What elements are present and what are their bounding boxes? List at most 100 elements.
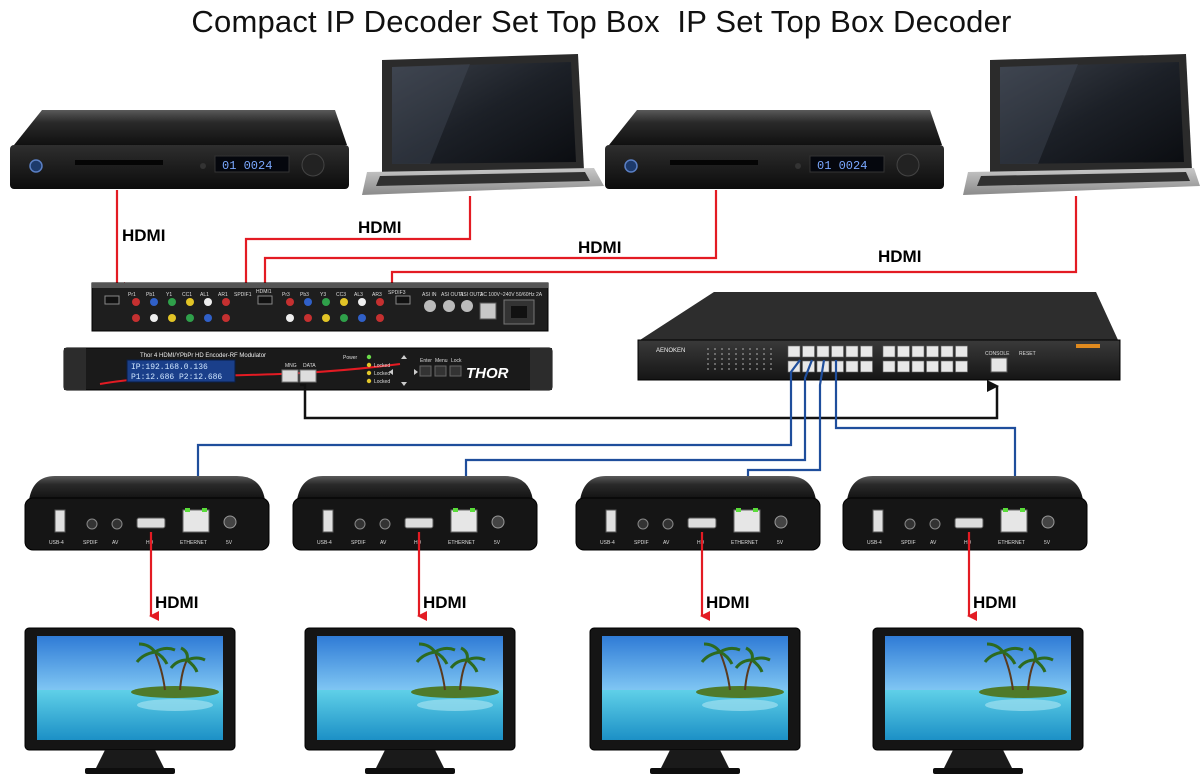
av-port[interactable] xyxy=(662,518,674,530)
switch-port[interactable] xyxy=(897,345,910,358)
switch-port[interactable] xyxy=(845,360,859,373)
switch-port[interactable] xyxy=(882,345,896,358)
power-port[interactable] xyxy=(223,515,237,529)
switch-led xyxy=(742,358,744,360)
usb-port[interactable] xyxy=(605,509,617,533)
svg-text:01 0024: 01 0024 xyxy=(817,159,867,173)
encoder-mng-port[interactable] xyxy=(281,369,299,383)
av-port[interactable] xyxy=(929,518,941,530)
bluray-player-2: 01 0024 xyxy=(605,110,944,189)
switch-led xyxy=(728,358,730,360)
television-icon xyxy=(304,627,516,774)
television-icon xyxy=(872,627,1084,774)
switch-port[interactable] xyxy=(955,345,968,358)
encoder-port-label-mng: MNG xyxy=(285,363,297,369)
switch-led xyxy=(742,363,744,365)
usb-port[interactable] xyxy=(322,509,334,533)
switch-led xyxy=(707,353,709,355)
encoder-input-label-asi-out1: ASI OUT1 xyxy=(441,292,464,298)
switch-reset-label: RESET xyxy=(1019,351,1036,357)
av-port[interactable] xyxy=(379,518,391,530)
stb-port-label-ethernet: ETHERNET xyxy=(731,540,758,546)
switch-led xyxy=(721,348,723,350)
encoder-input-label-y3: Y3 xyxy=(320,292,326,298)
stb-port-label-av: AV xyxy=(112,540,119,546)
ethernet-port[interactable] xyxy=(182,509,210,533)
hdmi-port[interactable] xyxy=(954,517,984,529)
encoder-input-label-hdmi1: HDMI1 xyxy=(256,289,272,295)
stb-port-label-usb-4: USB-4 xyxy=(317,540,332,546)
hdmi-label-2: HDMI xyxy=(358,218,401,237)
switch-led xyxy=(714,363,716,365)
switch-led xyxy=(735,363,737,365)
encoder-button-label-enter: Enter xyxy=(420,358,432,364)
switch-port[interactable] xyxy=(926,360,939,373)
svg-text:01 0024: 01 0024 xyxy=(222,159,272,173)
hdmi-port[interactable] xyxy=(687,517,717,529)
switch-led xyxy=(763,358,765,360)
stb-port-label-usb-4: USB-4 xyxy=(867,540,882,546)
hdmi-port[interactable] xyxy=(136,517,166,529)
switch-led xyxy=(735,368,737,370)
switch-led xyxy=(763,368,765,370)
power-port[interactable] xyxy=(1041,515,1055,529)
encoder-model-label: Thor 4 HDMI/YPbPr HD Encoder-RF Modulato… xyxy=(140,353,266,359)
switch-console-port[interactable] xyxy=(990,357,1008,373)
hdmi-label-3: HDMI xyxy=(578,238,621,257)
switch-brand-label: AENOKEN xyxy=(656,348,685,354)
switch-port[interactable] xyxy=(816,345,830,358)
switch-led xyxy=(728,353,730,355)
usb-port[interactable] xyxy=(872,509,884,533)
laptop-1 xyxy=(362,54,604,195)
switch-led xyxy=(714,353,716,355)
network-switch: AENOKEN CONSOLE RESET xyxy=(637,292,1121,381)
switch-led xyxy=(749,363,751,365)
encoder-lock-button[interactable] xyxy=(449,365,462,377)
power-port[interactable] xyxy=(774,515,788,529)
switch-port[interactable] xyxy=(831,360,844,373)
switch-led xyxy=(749,353,751,355)
hdmi-label-tv-1: HDMI xyxy=(155,593,198,612)
switch-port[interactable] xyxy=(940,360,954,373)
ethernet-port[interactable] xyxy=(733,509,761,533)
switch-port[interactable] xyxy=(897,360,910,373)
switch-port[interactable] xyxy=(882,360,896,373)
switch-port[interactable] xyxy=(911,345,925,358)
television-1 xyxy=(24,627,236,774)
switch-led xyxy=(742,348,744,350)
switch-port[interactable] xyxy=(911,360,925,373)
av-port[interactable] xyxy=(111,518,123,530)
switch-port[interactable] xyxy=(860,360,873,373)
switch-port[interactable] xyxy=(955,360,968,373)
ethernet-port[interactable] xyxy=(1000,509,1028,533)
hdmi-label-tv-2: HDMI xyxy=(423,593,466,612)
switch-port[interactable] xyxy=(831,345,844,358)
switch-port[interactable] xyxy=(940,345,954,358)
encoder-data-port[interactable] xyxy=(299,369,317,383)
stb-port-label-ethernet: ETHERNET xyxy=(448,540,475,546)
encoder-lcd-line2: P1:12.686 P2:12.686 xyxy=(131,373,222,382)
hdmi-cable-bluray2 xyxy=(263,190,718,305)
stb-port-label-spdif: SPDIF xyxy=(83,540,98,546)
encoder-menu-button[interactable] xyxy=(434,365,447,377)
encoder-input-label-spdif1: SPDIF1 xyxy=(234,292,252,298)
spdif-port[interactable] xyxy=(637,518,649,530)
encoder-lcd-line1: IP:192.168.0.136 xyxy=(131,363,208,372)
encoder-port-label-data: DATA xyxy=(303,363,316,369)
switch-led xyxy=(742,353,744,355)
switch-led xyxy=(707,348,709,350)
encoder-enter-button[interactable] xyxy=(419,365,432,377)
ethernet-port[interactable] xyxy=(450,509,478,533)
power-port[interactable] xyxy=(491,515,505,529)
switch-port[interactable] xyxy=(802,345,815,358)
switch-port[interactable] xyxy=(926,345,939,358)
usb-port[interactable] xyxy=(54,509,66,533)
spdif-port[interactable] xyxy=(904,518,916,530)
switch-port[interactable] xyxy=(787,345,801,358)
switch-port[interactable] xyxy=(845,345,859,358)
spdif-port[interactable] xyxy=(86,518,98,530)
spdif-port[interactable] xyxy=(354,518,366,530)
switch-port[interactable] xyxy=(860,345,873,358)
hdmi-port[interactable] xyxy=(404,517,434,529)
